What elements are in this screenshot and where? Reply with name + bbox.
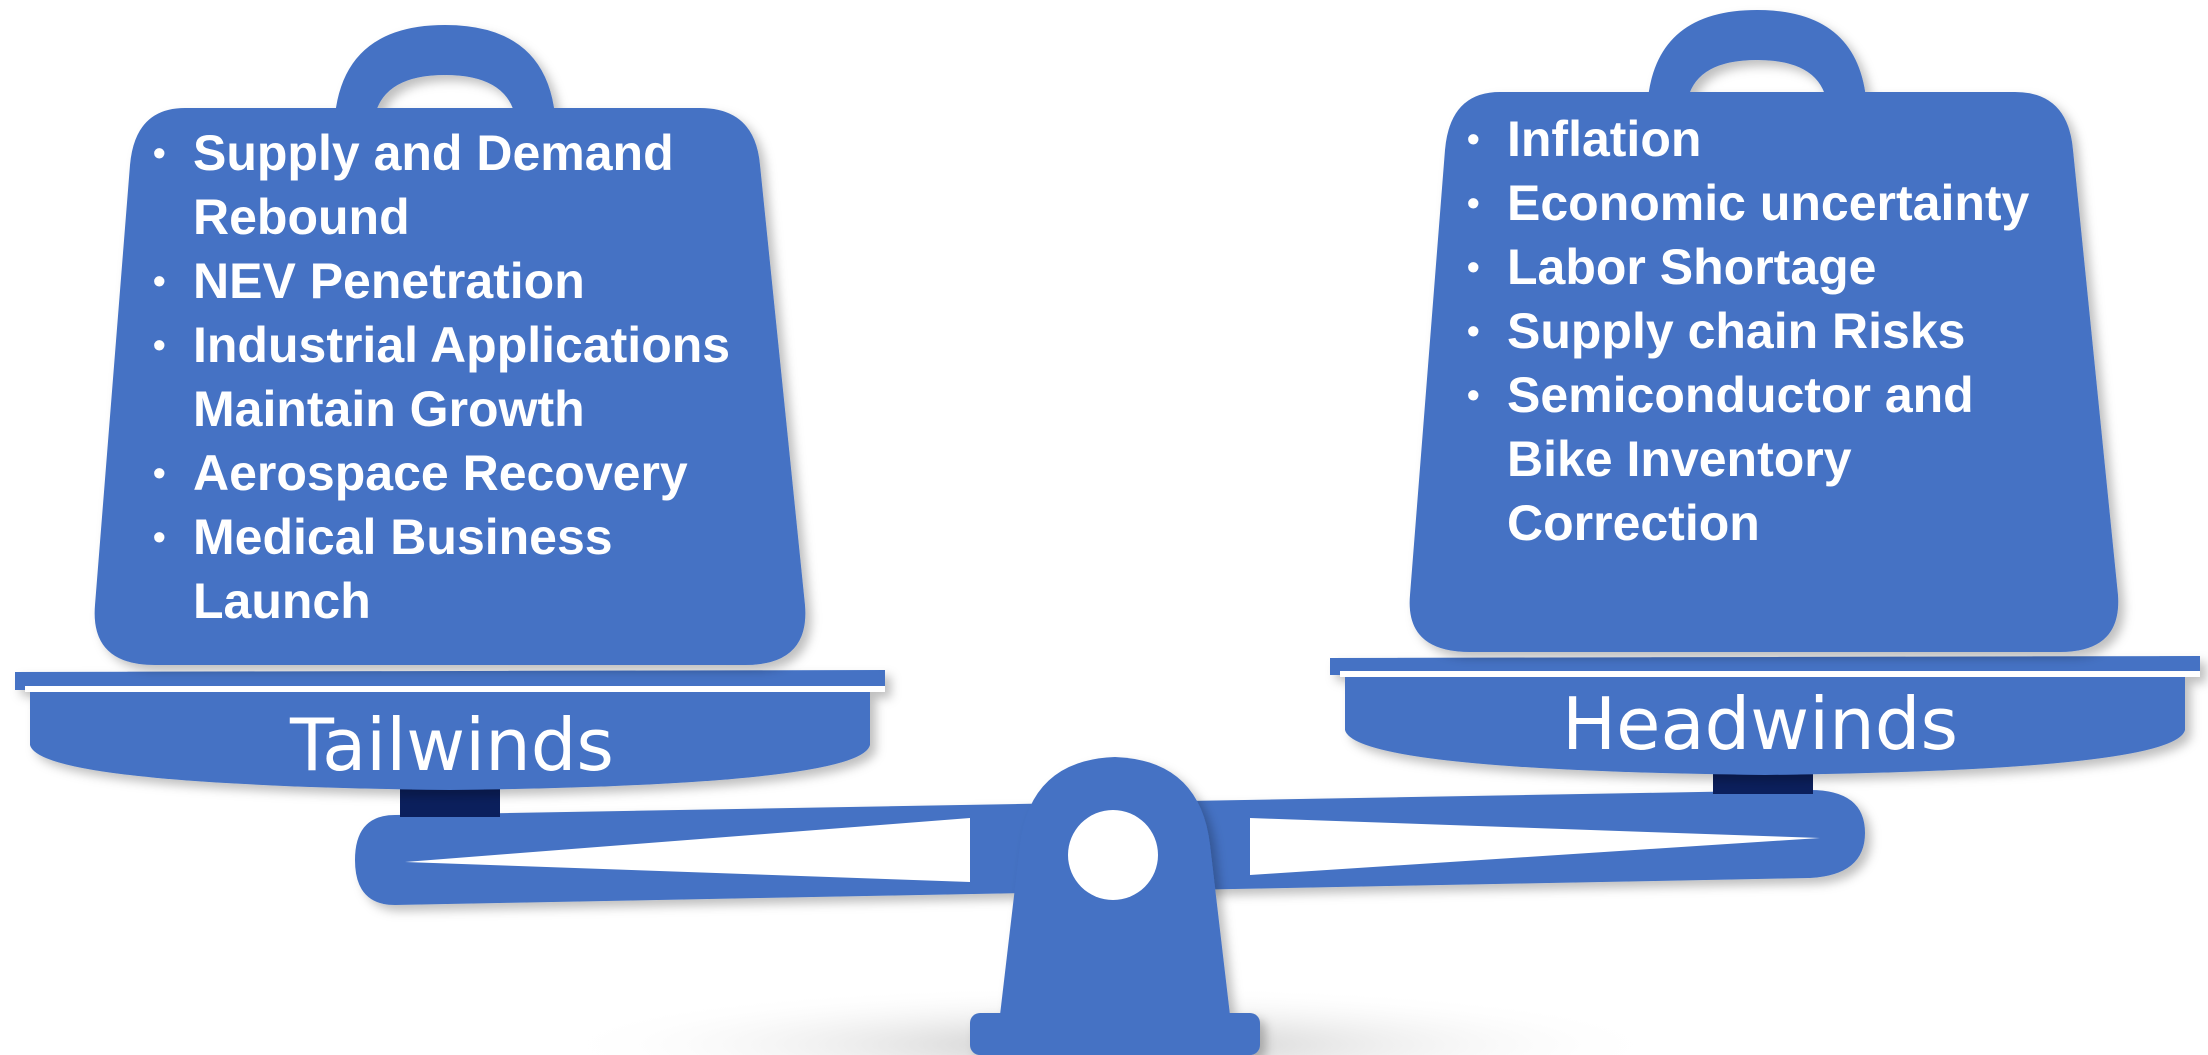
tailwinds-item-text-2: NEV Penetration xyxy=(193,253,585,309)
bullet-icon: • xyxy=(1467,374,1480,415)
headwinds-item-text-3: Labor Shortage xyxy=(1507,239,1877,295)
bullet-icon: • xyxy=(153,516,166,557)
headwinds-label: Headwinds xyxy=(1562,682,1958,766)
headwinds-item: • Supply chain Risks xyxy=(1467,299,2029,363)
bullet-icon: • xyxy=(153,132,166,173)
tailwinds-item: • NEV Penetration xyxy=(153,249,730,313)
left-pan xyxy=(15,670,885,790)
bullet-icon: • xyxy=(1467,310,1480,351)
bullet-icon: • xyxy=(153,452,166,493)
left-weight xyxy=(94,25,806,665)
headwinds-item-text-4: Supply chain Risks xyxy=(1507,303,1966,359)
right-weight xyxy=(1409,10,2119,652)
right-pan xyxy=(1330,656,2200,775)
headwinds-item: • Labor Shortage xyxy=(1467,235,2029,299)
tailwinds-label: Tailwinds xyxy=(290,703,614,787)
tailwinds-item-text-4: Aerospace Recovery xyxy=(193,445,688,501)
bullet-icon: • xyxy=(1467,182,1480,223)
bullet-icon: • xyxy=(1467,246,1480,287)
bullet-icon: • xyxy=(153,324,166,365)
headwinds-item-text-1: Inflation xyxy=(1507,111,1702,167)
headwinds-list: • Inflation • Economic uncertainty • Labor … xyxy=(1467,107,2029,555)
headwinds-item: • Inflation xyxy=(1467,107,2029,171)
bullet-icon: • xyxy=(153,260,166,301)
fulcrum xyxy=(970,757,1260,1055)
headwinds-item-text-2: Economic uncertainty xyxy=(1507,175,2030,231)
tailwinds-item: • Aerospace Recovery xyxy=(153,441,730,505)
bullet-icon: • xyxy=(1467,118,1480,159)
headwinds-item: • Economic uncertainty xyxy=(1467,171,2029,235)
